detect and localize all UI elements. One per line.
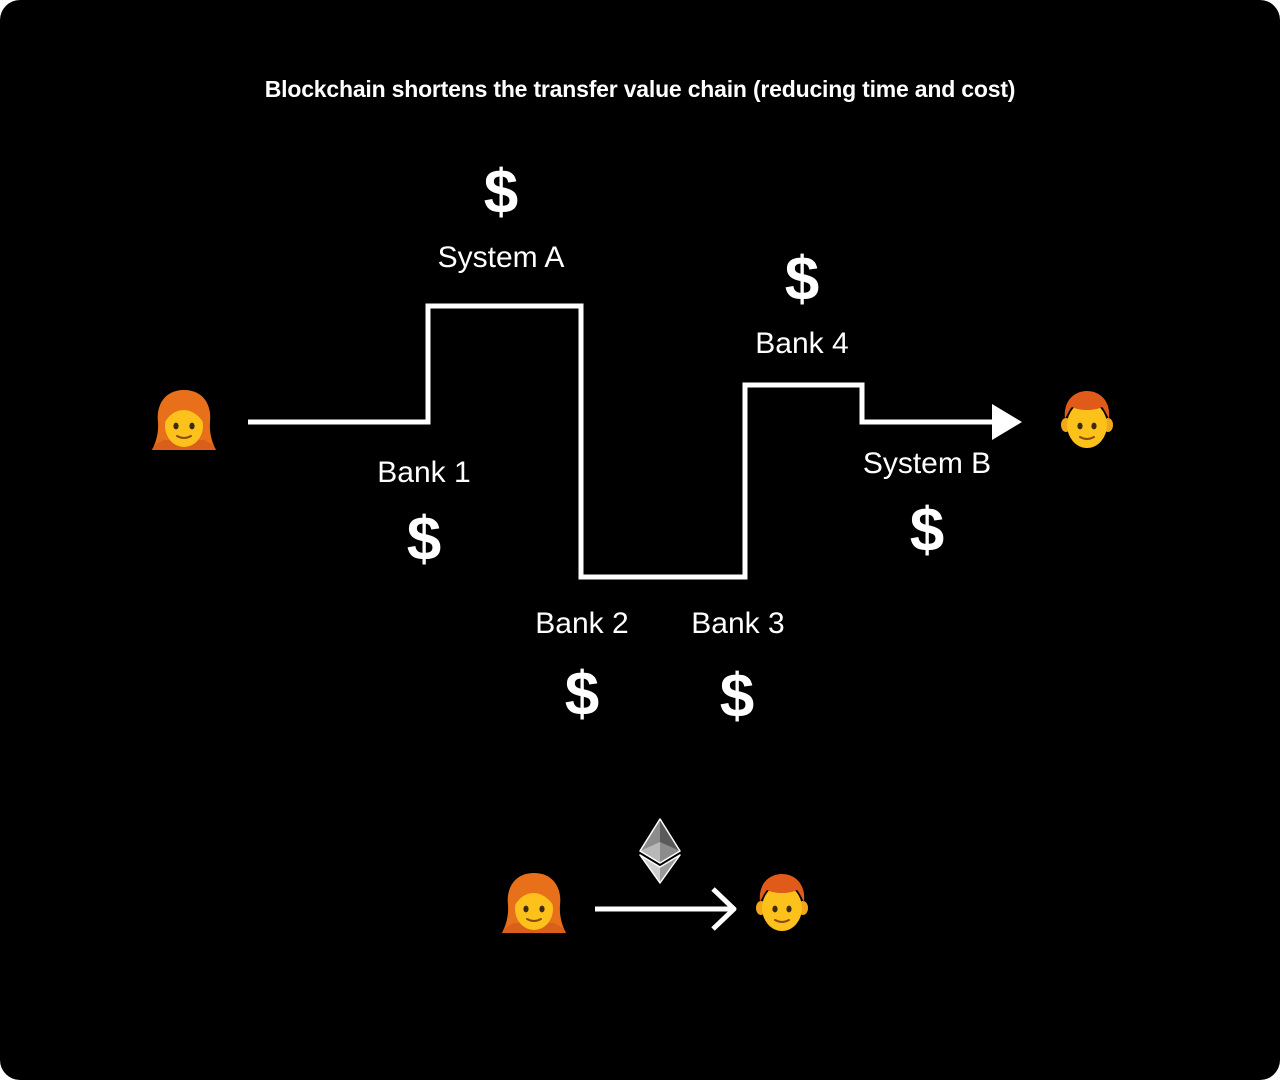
fee-system-b: $ [909,496,945,565]
node-label-system-b: System B [862,447,992,480]
ethereum-diamond-icon [639,818,681,884]
fee-bank-1: $ [406,505,442,574]
node-label-bank-1: Bank 1 [377,456,471,489]
sender-woman-icon [152,390,216,450]
node-label-bank-3: Bank 3 [691,607,785,640]
blockchain-receiver-man-icon [756,874,808,931]
blockchain-arrow-head [711,887,737,931]
fee-bank-3: $ [719,662,755,731]
fee-system-a: $ [483,158,519,227]
node-label-bank-4: Bank 4 [755,327,849,360]
blockchain-sender-woman-icon [502,873,566,933]
fee-bank-2: $ [564,660,600,729]
fee-bank-4: $ [784,245,820,314]
node-label-system-a: System A [437,241,565,274]
diagram-title: Blockchain shortens the transfer value c… [264,76,1016,102]
node-label-bank-2: Bank 2 [535,607,629,640]
traditional-arrow-head [992,404,1022,440]
traditional-transfer-path [248,303,994,580]
receiver-man-icon [1061,391,1113,448]
